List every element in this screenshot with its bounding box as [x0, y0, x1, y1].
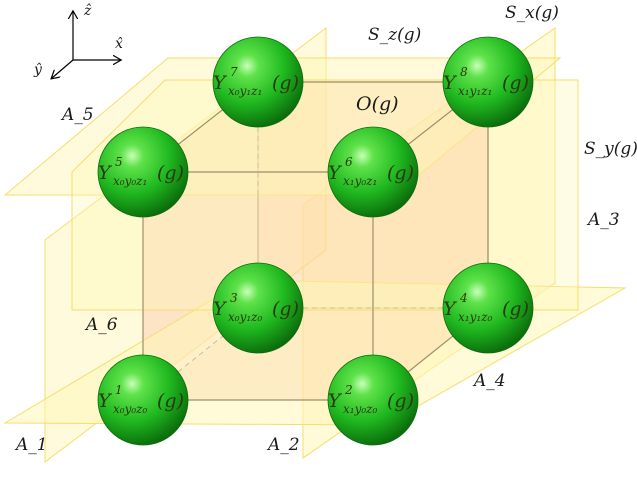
axis-z-label: ẑ [83, 2, 92, 19]
svg-text:5: 5 [115, 155, 123, 169]
svg-text:x₁y₀z₁: x₁y₀z₁ [343, 174, 377, 188]
svg-text:x₁y₁z₀: x₁y₁z₀ [458, 310, 492, 324]
svg-text:Y: Y [98, 162, 113, 184]
axes [52, 12, 120, 78]
axis-y-label: ŷ [33, 61, 43, 78]
y-axis-arrow [52, 59, 74, 78]
face-label-a5: A_5 [60, 105, 94, 125]
origin-label: O(g) [356, 93, 399, 115]
svg-text:x₀y₁z₁: x₀y₁z₁ [228, 84, 262, 98]
node-4: Y 4 x₁y₁z₀ (g) [442, 262, 534, 354]
svg-text:Y: Y [443, 298, 458, 320]
svg-text:Y: Y [328, 162, 343, 184]
plane-sy [71, 79, 579, 311]
svg-text:(g): (g) [157, 162, 184, 184]
svg-text:7: 7 [230, 65, 238, 79]
svg-text:6: 6 [345, 155, 353, 169]
svg-text:(g): (g) [272, 72, 299, 94]
axis-x-label: x̂ [115, 36, 123, 52]
svg-text:(g): (g) [502, 298, 529, 320]
svg-text:x₁y₀z₀: x₁y₀z₀ [343, 402, 377, 416]
svg-text:x₀y₁z₀: x₀y₁z₀ [228, 310, 262, 324]
face-label-a2: A_2 [266, 435, 300, 455]
svg-text:(g): (g) [387, 390, 414, 412]
svg-text:2: 2 [344, 383, 353, 397]
svg-text:4: 4 [459, 291, 468, 305]
svg-text:Y: Y [213, 72, 228, 94]
svg-text:x₀y₀z₀: x₀y₀z₀ [113, 402, 147, 416]
svg-text:x₁y₁z₁: x₁y₁z₁ [458, 84, 492, 98]
node-6: Y 6 x₁y₀z₁ (g) [327, 126, 419, 218]
svg-text:(g): (g) [157, 390, 184, 412]
face-label-a3: A_3 [586, 210, 620, 230]
plane-sy-label: S_y(g) [584, 139, 637, 159]
face-label-a1: A_1 [14, 435, 48, 455]
svg-text:x₀y₀z₁: x₀y₀z₁ [113, 174, 147, 188]
face-label-a6: A_6 [84, 315, 118, 335]
face-label-a4: A_4 [472, 371, 506, 391]
svg-text:(g): (g) [387, 162, 414, 184]
svg-text:(g): (g) [272, 298, 299, 320]
plane-sz-label: S_z(g) [368, 25, 421, 45]
node-5: Y 5 x₀y₀z₁ (g) [97, 126, 189, 218]
svg-text:Y: Y [98, 390, 113, 412]
svg-text:Y: Y [213, 298, 228, 320]
svg-text:(g): (g) [502, 72, 529, 94]
svg-text:Y: Y [328, 390, 343, 412]
node-7: Y 7 x₀y₁z₁ (g) [212, 36, 304, 128]
plane-sx-label: S_x(g) [505, 3, 559, 23]
node-2: Y 2 x₁y₀z₀ (g) [327, 354, 419, 446]
node-8: Y 8 x₁y₁z₁ (g) [442, 36, 534, 128]
node-3: Y 3 x₀y₁z₀ (g) [212, 262, 304, 354]
svg-text:Y: Y [443, 72, 458, 94]
svg-text:3: 3 [230, 291, 238, 305]
node-1: Y 1 x₀y₀z₀ (g) [97, 354, 189, 446]
svg-text:1: 1 [115, 383, 123, 397]
svg-text:8: 8 [460, 65, 468, 79]
